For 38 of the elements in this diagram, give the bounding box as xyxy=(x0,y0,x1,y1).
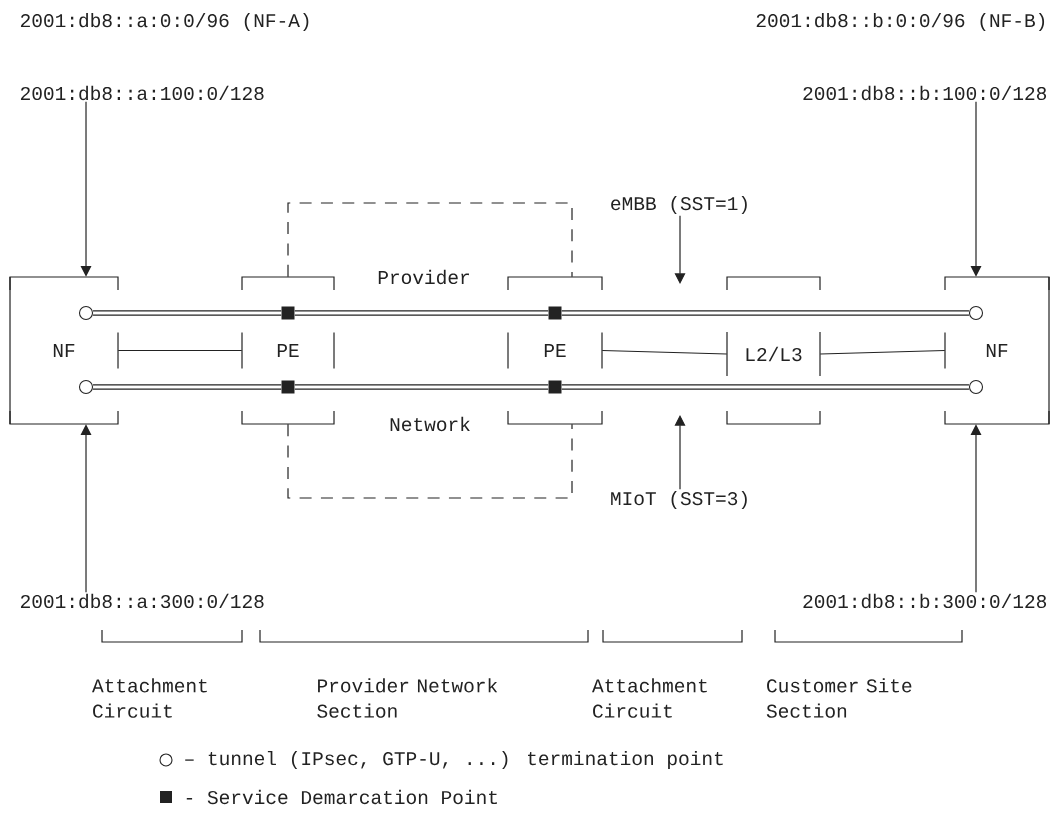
network-label: Provider xyxy=(378,269,469,285)
bracket-line xyxy=(287,423,573,499)
demarcation-point-square xyxy=(548,306,562,320)
section-label: Attachment Circuit xyxy=(592,678,707,718)
section-label: Provider Network Section xyxy=(317,678,498,718)
tunnel-line xyxy=(294,384,549,390)
address-label: 2001:db8::b:100:0/128 xyxy=(803,85,1047,101)
pe-router-box: PE xyxy=(241,276,335,425)
slice-label: eMBB (SST=1) xyxy=(611,195,747,215)
legend-text: - Service Demarcation Point xyxy=(186,789,497,805)
section-label: Attachment Circuit xyxy=(92,678,207,718)
l2-l3-box: L2/L3 xyxy=(726,331,821,377)
tunnel-line xyxy=(561,384,969,390)
demarcation-point-square xyxy=(548,380,562,394)
section-label: Customer Site Section xyxy=(766,678,912,718)
prefix-label: 2001:db8::b:0:0/96 (NF-B) xyxy=(756,12,1045,32)
tunnel-line xyxy=(93,384,282,390)
prefix-label: 2001:db8::a:0:0/96 (NF-A) xyxy=(20,12,309,32)
address-label: 2001:db8::a:300:0/128 xyxy=(20,593,264,609)
tunnel-line xyxy=(294,310,549,316)
demarcation-point-square xyxy=(281,306,295,320)
network-label: Network xyxy=(390,416,470,432)
tunnel-line xyxy=(561,310,969,316)
tunnel-line xyxy=(93,310,282,316)
connector-line xyxy=(601,349,728,355)
slice-label: MIoT (SST=3) xyxy=(611,490,747,510)
connector-line xyxy=(117,349,243,352)
connector-line xyxy=(819,349,946,355)
network-function-box: NF xyxy=(944,276,1050,425)
leader-line xyxy=(674,415,686,490)
pe-router-box: PE xyxy=(507,276,603,425)
demarcation-point-square xyxy=(281,380,295,394)
leader-line xyxy=(674,215,686,284)
legend-text: – tunnel (IPsec, GTP-U, ...) termination point xyxy=(185,750,723,770)
network-function-box: NF xyxy=(9,276,119,425)
address-label: 2001:db8::a:100:0/128 xyxy=(20,85,264,101)
address-label: 2001:db8::b:300:0/128 xyxy=(803,593,1047,609)
bracket-line xyxy=(287,202,573,278)
